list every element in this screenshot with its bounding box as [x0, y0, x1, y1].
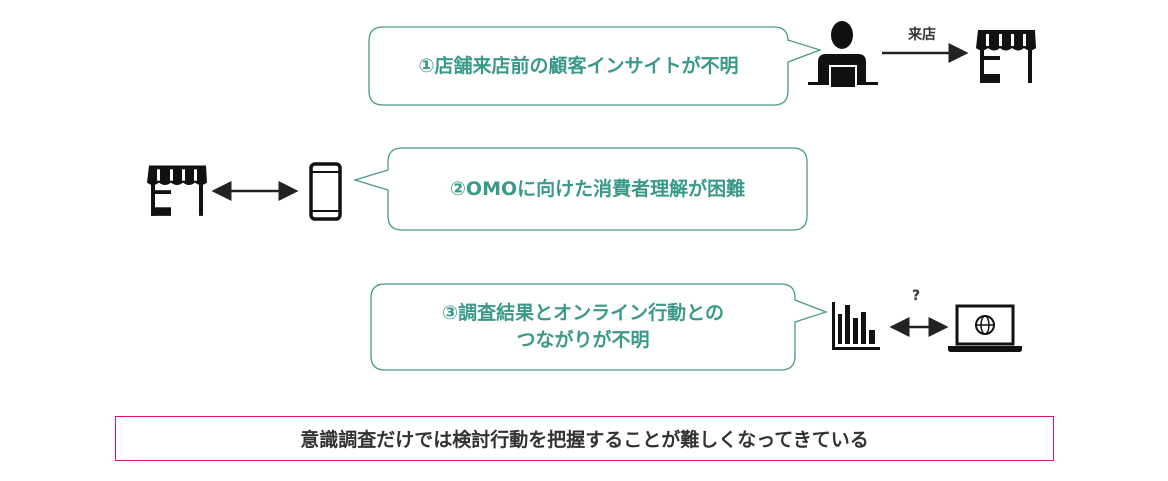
store-icon — [147, 165, 207, 216]
callout-2-text: ②OMOに向けた消費者理解が困難 — [449, 177, 746, 200]
callout-1-text: ①店舗来店前の顧客インサイトが不明 — [418, 54, 739, 77]
store-icon — [976, 30, 1036, 83]
visit-label: 来店 — [908, 27, 936, 43]
callout-1-bubble — [368, 26, 823, 106]
bar-chart-icon — [832, 302, 880, 350]
person-laptop-icon — [808, 21, 878, 89]
callout-2-bubble — [352, 147, 808, 231]
callout-3-line2: つながりが不明 — [516, 329, 650, 351]
laptop-globe-icon — [948, 304, 1022, 352]
callout-3-line1: ③調査結果とオンライン行動との — [442, 302, 724, 324]
callout-3-text: ③調査結果とオンライン行動との つながりが不明 — [371, 284, 795, 370]
callout-3-bubble — [370, 283, 828, 371]
smartphone-icon — [309, 162, 342, 221]
question-label: ? — [912, 288, 921, 304]
conclusion-box: 意識調査だけでは検討行動を把握することが難しくなってきている — [115, 416, 1054, 461]
